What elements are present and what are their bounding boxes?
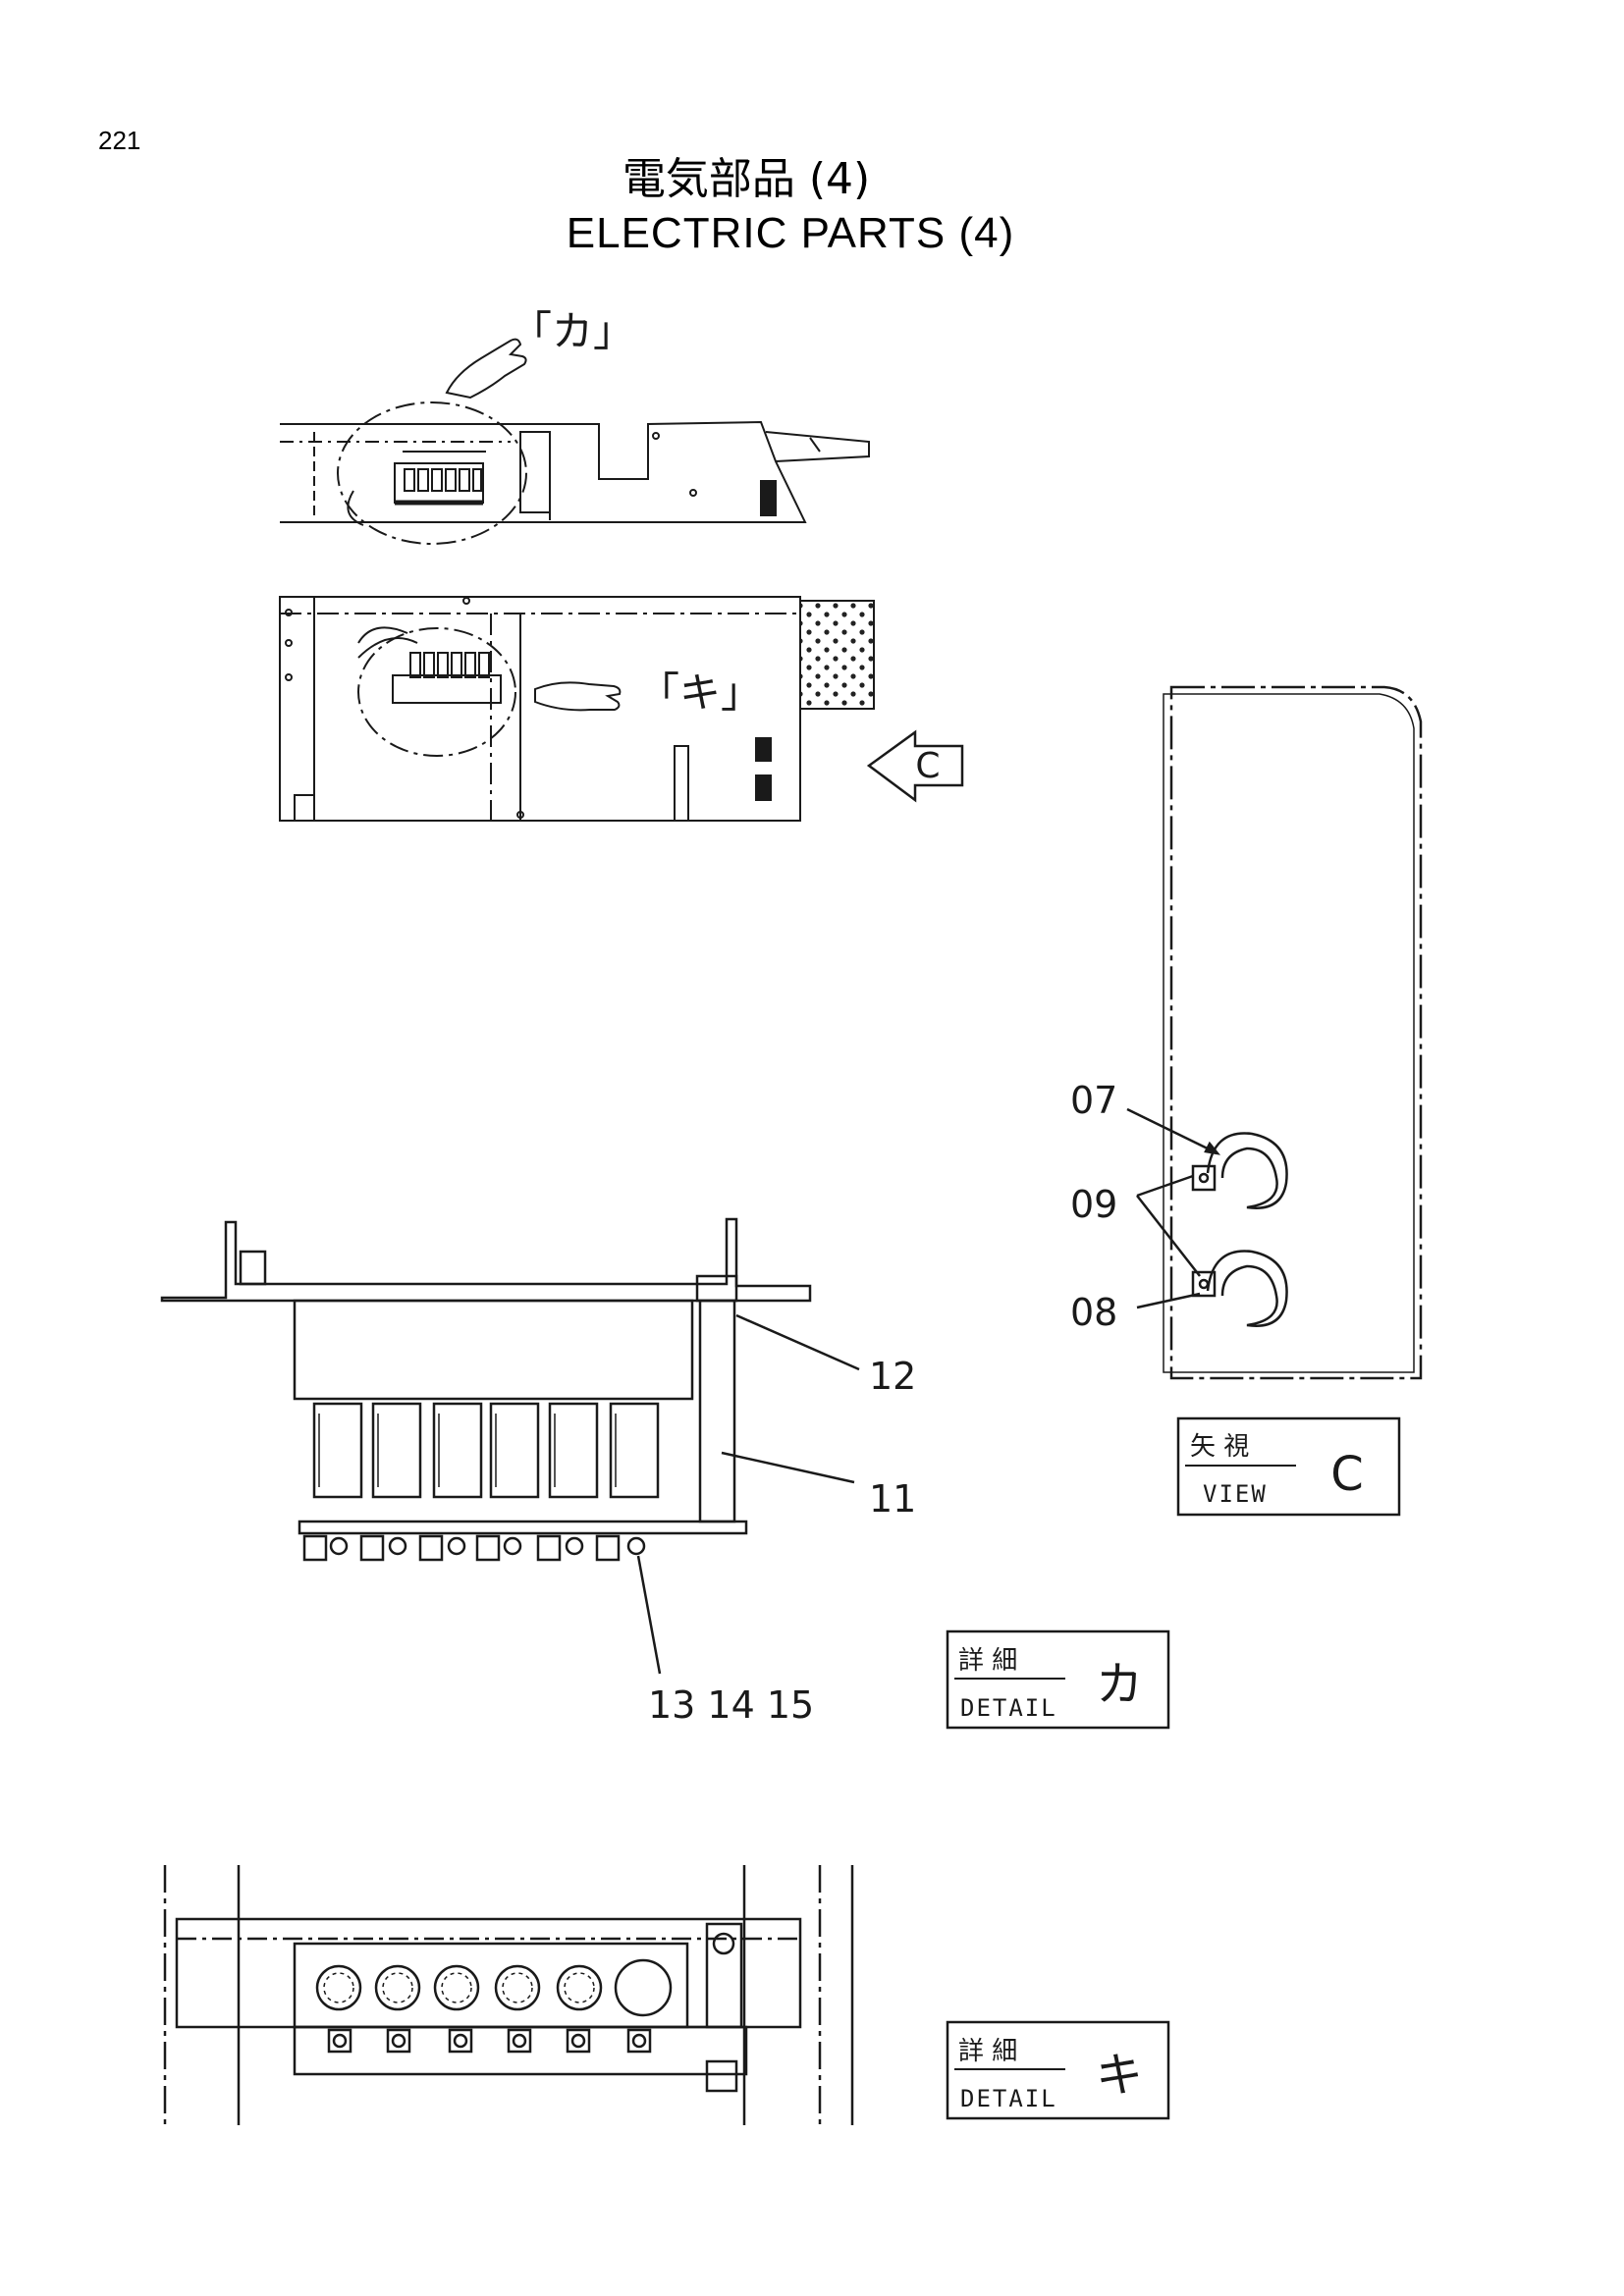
view-box-en: VIEW	[1203, 1480, 1268, 1508]
pointing-hand-icon	[445, 338, 527, 400]
part-number-08: 08	[1070, 1291, 1117, 1334]
detail-ki-en: DETAIL	[960, 2085, 1057, 2112]
detail-ka-id: カ	[1096, 1657, 1143, 1712]
callout-ka-label: 「カ」	[511, 307, 634, 355]
page-number: 221	[98, 126, 140, 155]
part-number-11: 11	[869, 1477, 916, 1521]
plan-view: 「キ」	[279, 596, 875, 822]
view-arrow-label: C	[915, 746, 940, 786]
part-number-07: 07	[1070, 1079, 1117, 1122]
part-number-12: 12	[869, 1355, 916, 1398]
detail-ki-drawing	[163, 1865, 854, 2125]
detail-ki-id: キ	[1096, 2048, 1143, 2103]
detail-ki-box: 詳 細 DETAIL キ	[946, 2020, 1170, 2120]
view-box-id: C	[1330, 1447, 1364, 1502]
horn-lower	[1206, 1250, 1288, 1327]
detail-ka-jp: 詳 細	[958, 1646, 1017, 1676]
detail-ki-jp: 詳 細	[958, 2037, 1017, 2066]
detail-ka-box: 詳 細 DETAIL カ	[946, 1629, 1170, 1730]
part-number-13-14-15: 13 14 15	[648, 1683, 814, 1727]
view-box-jp: 矢 視	[1190, 1432, 1249, 1462]
horn-upper	[1206, 1132, 1288, 1209]
view-c-drawing	[1126, 685, 1423, 1380]
detail-ka-en: DETAIL	[960, 1694, 1057, 1722]
pointing-hand-icon-2	[534, 681, 622, 712]
title-japanese: 電気部品 (4)	[623, 154, 870, 204]
side-elevation-view: 「カ」	[280, 307, 870, 545]
view-c-box: 矢 視 VIEW C	[1176, 1416, 1401, 1517]
title-english: ELECTRIC PARTS (4)	[567, 209, 1014, 257]
detail-ka-drawing	[160, 1217, 860, 1675]
view-c-arrow: C	[866, 729, 964, 803]
callout-ki-label: 「キ」	[638, 668, 762, 717]
part-number-09: 09	[1070, 1183, 1117, 1226]
